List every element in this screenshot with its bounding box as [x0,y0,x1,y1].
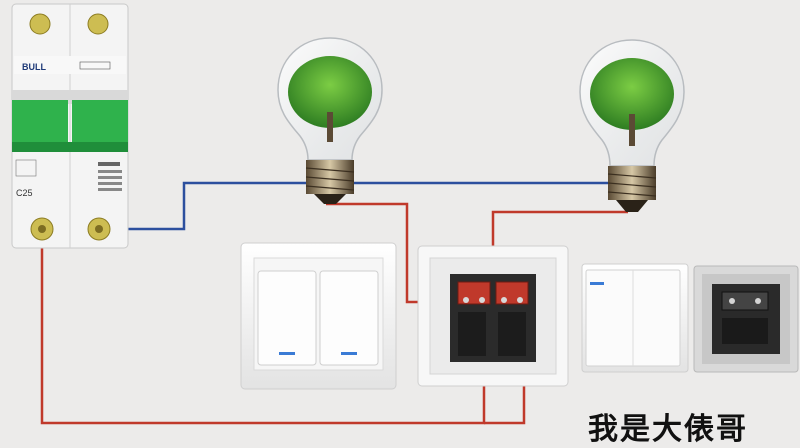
terminal-block-right[interactable] [495,281,529,305]
switch-indicator-left [279,352,295,355]
single-switch-back [693,265,799,373]
tree-leaves [288,56,372,128]
switch-rocker-right[interactable] [319,270,379,366]
switch-rocker-left[interactable] [257,270,317,366]
single-terminal-block[interactable] [721,291,769,311]
terminal-block-left[interactable] [457,281,491,305]
double-switch-front [240,242,397,390]
circuit-breaker-icon: BULL C25 [11,3,129,249]
light-bulb-left [277,37,383,204]
light-bulb-icon [277,37,383,204]
breaker-toggle-left[interactable] [12,100,68,142]
breaker-rating: C25 [16,188,33,198]
neutral-wire-main [106,181,612,231]
light-bulb-icon [579,39,685,212]
light-bulb-right [579,39,685,212]
watermark-caption: 我是大俵哥 [588,412,748,447]
tree-leaves [590,58,674,130]
neutral-wires [106,181,612,231]
breaker-terminal-top-left[interactable] [29,13,51,35]
double-switch-back [417,245,569,387]
switch-indicator-single [590,282,604,285]
breaker-toggle-right[interactable] [72,100,128,142]
breaker-brand: BULL [22,62,46,72]
single-switch-front [581,263,689,373]
switch-indicator-right [341,352,357,355]
breaker-terminal-top-right[interactable] [87,13,109,35]
